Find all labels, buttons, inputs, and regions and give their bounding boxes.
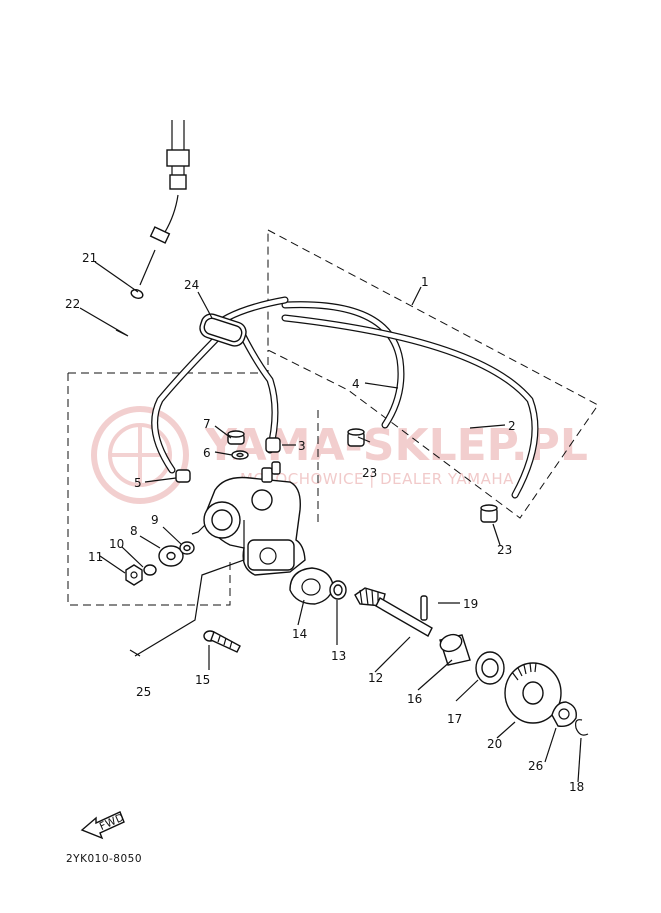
assembly-outline-1 [267,229,599,519]
label-4: 4 [352,377,360,391]
o-ring-13 [329,580,347,600]
oil-hose-4 [281,301,405,429]
washer-6 [231,450,249,460]
pump-drive-gear-20 [504,662,562,724]
label-5: 5 [134,476,142,490]
label-10: 10 [109,537,124,551]
label-26: 26 [528,759,543,773]
gasket-14 [289,567,334,605]
label-1: 1 [421,275,429,289]
diagram-code: 2YK010-8050 [66,853,142,865]
oil-hose-2 [281,314,539,499]
collar-16 [439,633,471,666]
watermark-subtitle: MOTOCHOWICE | DEALER YAMAHA [240,470,514,488]
label-23b: 23 [497,543,512,557]
washer-26 [551,701,577,728]
oil-pump-cable [130,120,190,299]
fwd-arrow: FWD [80,811,127,840]
label-20: 20 [487,737,502,751]
label-22: 22 [65,297,80,311]
nut-11 [125,564,143,586]
oil-seal-17 [475,651,505,685]
hose-holder [199,313,247,347]
washer-9 [179,541,195,555]
label-7: 7 [203,417,211,431]
label-25: 25 [136,685,151,699]
label-19: 19 [463,597,478,611]
washer-10 [143,564,157,576]
label-23a: 23 [362,466,377,480]
label-18: 18 [569,780,584,794]
bolt-15 [203,630,241,653]
label-13: 13 [331,649,346,663]
oil-hose-left [151,321,234,474]
hose-clip-23b [480,504,498,523]
label-9: 9 [151,513,159,527]
fwd-label: FWD [98,811,127,833]
part-labels: 1 2 3 4 5 6 7 8 9 10 11 12 13 14 15 16 1… [65,251,584,794]
label-21: 21 [82,251,97,265]
label-8: 8 [130,524,138,538]
label-14: 14 [292,627,307,641]
drive-shaft-12 [354,587,433,637]
hose-clip-23a [347,428,365,447]
oil-pump-assembly [191,461,306,576]
label-3: 3 [298,439,306,453]
hose-joint-3 [265,437,281,453]
oil-hose-center [236,326,279,454]
pin-19 [420,595,428,621]
leader-lines [79,261,582,783]
label-2: 2 [508,419,516,433]
union-bolt-7 [227,430,245,445]
label-6: 6 [203,446,211,460]
label-11: 11 [88,550,103,564]
label-17: 17 [447,712,462,726]
hose-joint-5 [175,469,191,483]
label-16: 16 [407,692,422,706]
label-24: 24 [184,278,199,292]
watermark-logo [91,406,189,504]
label-12: 12 [368,671,383,685]
circlip-18 [575,719,589,736]
label-15: 15 [195,673,210,687]
oil-pump-pulley-8 [158,545,184,567]
